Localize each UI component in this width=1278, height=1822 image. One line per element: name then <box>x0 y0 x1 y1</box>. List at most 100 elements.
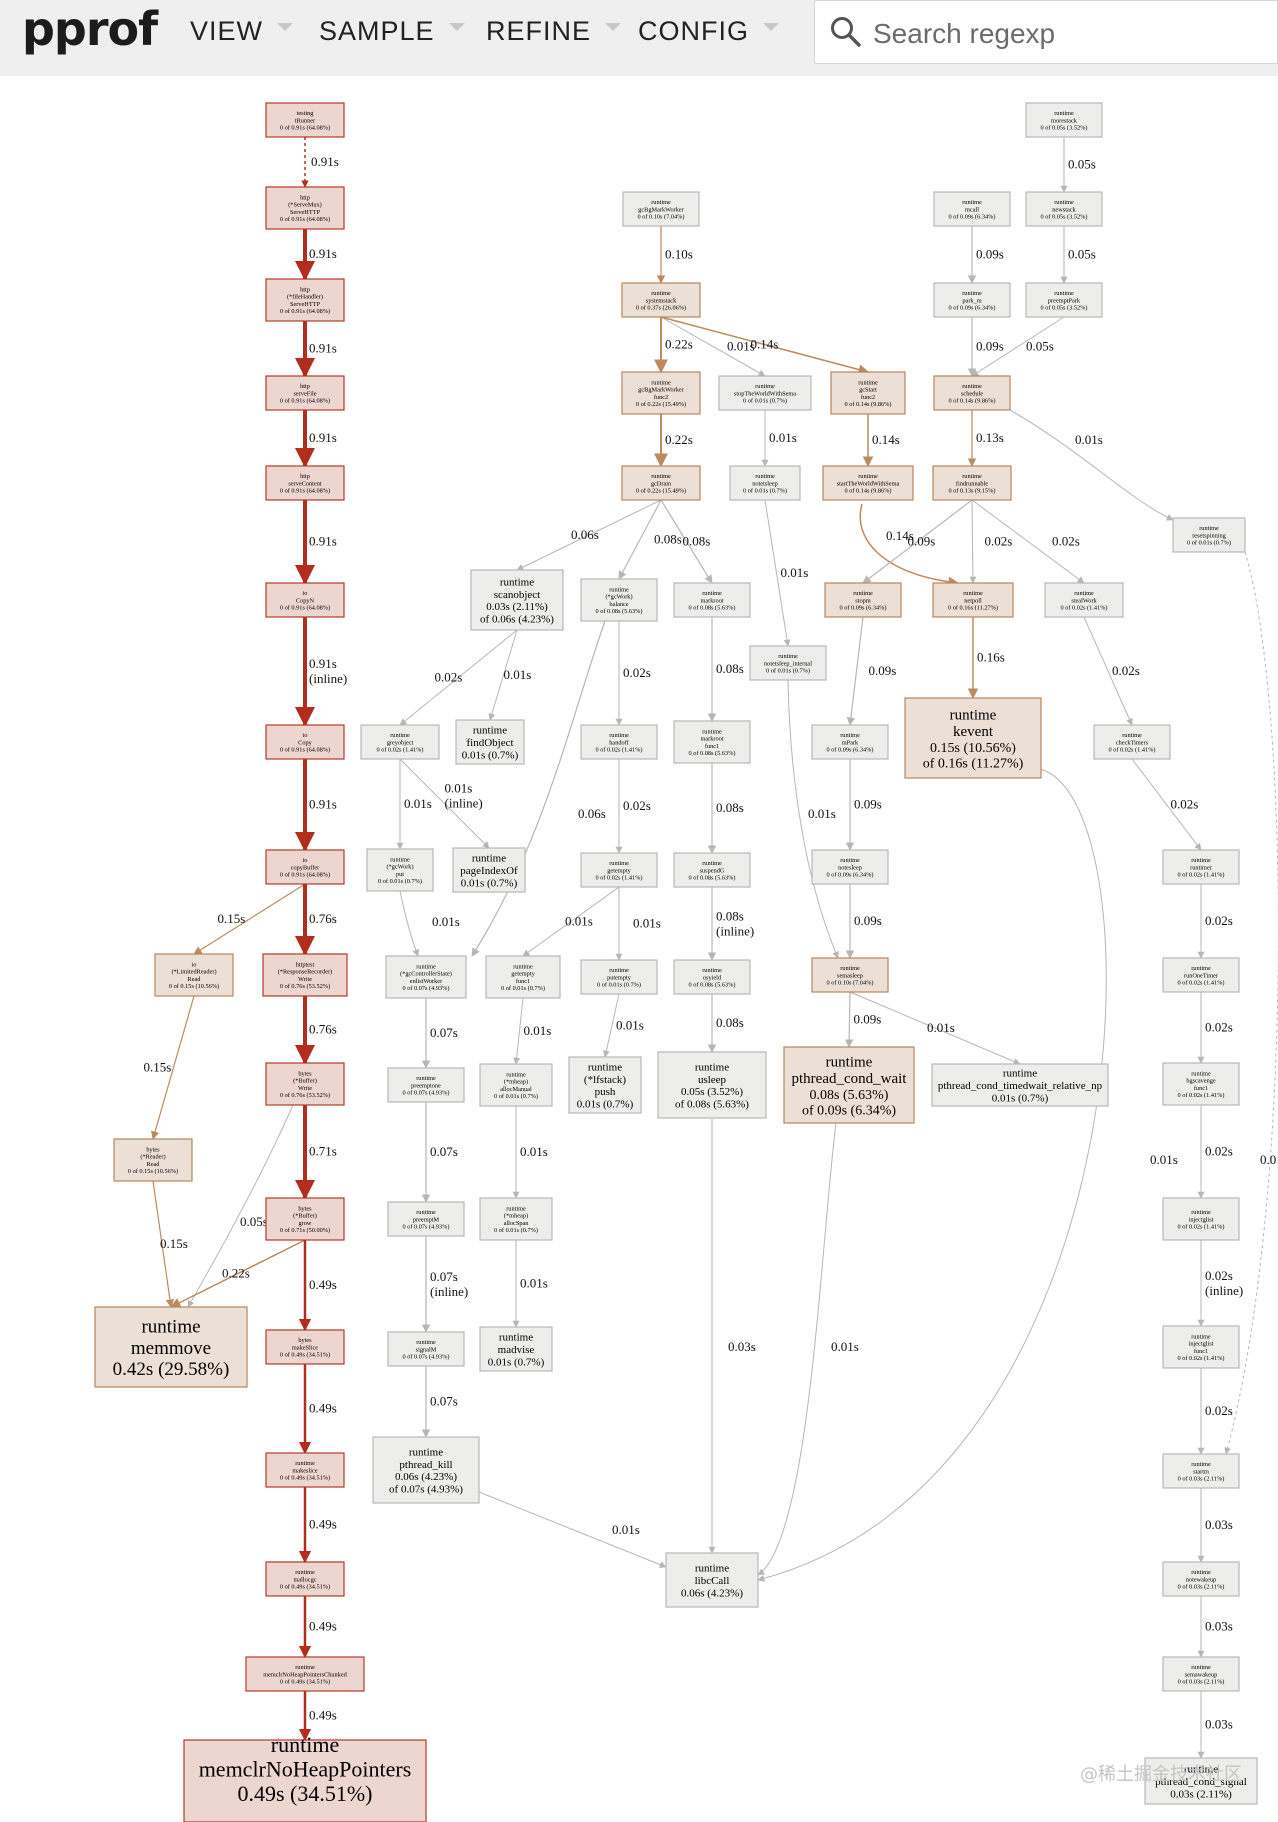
edge-gcWorkBalance-to-enlistWorker[interactable]: 0.06s <box>471 620 606 957</box>
edge-injectglistFunc1-to-startm[interactable]: 0.02s <box>1197 1368 1233 1455</box>
edge-scanobject-to-greyobject[interactable]: 0.02s <box>399 629 518 726</box>
edge-markroot-to-markrootFunc1[interactable]: 0.08s <box>707 617 744 722</box>
edge-resetspinning-to-startm[interactable]: 0.01s <box>1224 551 1278 1455</box>
edge-allocManual-to-allocSpan[interactable]: 0.01s <box>512 1106 548 1199</box>
edge-gcBgMarkWorkerFunc2-to-gcDrain[interactable]: 0.22s <box>654 414 693 468</box>
edge-makeSlice-to-makeslice[interactable]: 0.49s <box>298 1364 337 1455</box>
edge-netpoll-to-kevent[interactable]: 0.16s <box>967 617 1005 700</box>
menu-refine[interactable]: REFINE <box>486 16 622 47</box>
edge-putempty-to-lfstackPush[interactable]: 0.01s <box>602 993 644 1058</box>
edge-checkTimers-to-runtimer[interactable]: 0.02s <box>1131 758 1202 851</box>
edge-makeslice-to-mallocgc[interactable]: 0.49s <box>298 1487 337 1564</box>
menu-view[interactable]: VIEW <box>190 16 294 47</box>
edge-copyBuffer-to-LimitedReaderRead[interactable]: 0.15s <box>193 883 306 955</box>
edge-kevent-to-libcCall[interactable]: 0.01s <box>757 768 1178 1582</box>
edge-stopTheWorldWithSema-to-notetsleep[interactable]: 0.01s <box>761 410 797 467</box>
edge-BufferWrite-to-Buffergrow[interactable]: 0.71s <box>295 1105 337 1200</box>
edge-systemstack-to-gcStartFunc2[interactable]: 0.14s <box>660 316 870 375</box>
edge-copyBuffer-to-ResponseRecorderWrite[interactable]: 0.76s <box>295 884 337 956</box>
pprof-logo[interactable]: pprof <box>22 2 158 56</box>
edge-gcWorkBalance-to-handoff[interactable]: 0.02s <box>615 621 651 726</box>
edge-findrunnable-to-stealWork[interactable]: 0.02s <box>971 499 1085 584</box>
call-graph[interactable]: 0.91s0.91s0.91s0.91s0.91s0.91s(inline)0.… <box>0 76 1278 1822</box>
edge-memclrChunked-to-memclrNoHeapPointers[interactable]: 0.49s <box>298 1691 337 1742</box>
edge-runtimer-to-runOneTimer[interactable]: 0.02s <box>1197 884 1233 959</box>
edge-gcWorkPut-to-enlistWorker[interactable]: 0.01s <box>399 890 460 957</box>
search-input[interactable] <box>871 15 1265 53</box>
edge-newstack-to-preemptPark[interactable]: 0.05s <box>1060 226 1096 284</box>
edge-injectglist-to-injectglistFunc1[interactable]: 0.02s(inline) <box>1197 1240 1243 1327</box>
edge-CopyN-to-Copy[interactable]: 0.91s(inline) <box>295 617 347 727</box>
node-enlistWorker[interactable]: runtime(*gcControllerState)enlistWorker0… <box>385 955 467 999</box>
edge-condWait-to-libcCall[interactable]: 0.01s <box>757 1122 859 1576</box>
edge-preemptM-to-signalM[interactable]: 0.07s(inline) <box>421 1236 468 1333</box>
edge-getemptyFunc1-to-allocManual[interactable]: 0.01s <box>513 997 551 1065</box>
menu-config[interactable]: CONFIG <box>638 16 779 47</box>
edge-getempty-to-getemptyFunc1[interactable]: 0.01s <box>522 886 620 957</box>
edge-notetsleep-to-notetsleepInternal[interactable]: 0.01s <box>764 499 808 647</box>
edge-systemstack-to-stopTheWorldWithSema[interactable]: 0.01s <box>660 316 766 377</box>
edge-handoff-to-getempty[interactable]: 0.02s <box>615 759 651 854</box>
edge-gcDrain-to-scanobject[interactable]: 0.06s <box>516 499 662 571</box>
edge-bgscavengeFunc1-to-injectglist[interactable]: 0.02s <box>1197 1105 1233 1199</box>
edge-findrunnable-to-stopm[interactable]: 0.09s <box>862 499 973 584</box>
edge-morestack-to-newstack[interactable]: 0.05s <box>1060 137 1096 193</box>
edge-findrunnable-to-netpoll[interactable]: 0.02s <box>969 499 1012 584</box>
edge-Buffergrow-to-memmove[interactable]: 0.22s <box>170 1239 306 1308</box>
edge-parkM-to-schedule[interactable]: 0.09s <box>967 317 1004 377</box>
edge-ServeMuxServeHTTP-to-fileHandlerServeHTTP[interactable]: 0.91s <box>295 229 337 281</box>
edge-fileHandlerServeHTTP-to-serveFile[interactable]: 0.91s <box>295 321 337 378</box>
edge-stopm-to-mPark[interactable]: 0.09s <box>846 616 896 726</box>
edge-usleep-to-libcCall[interactable]: 0.03s <box>708 1118 756 1554</box>
edge-schedule-to-resetspinning[interactable]: 0.01s <box>1009 409 1174 521</box>
